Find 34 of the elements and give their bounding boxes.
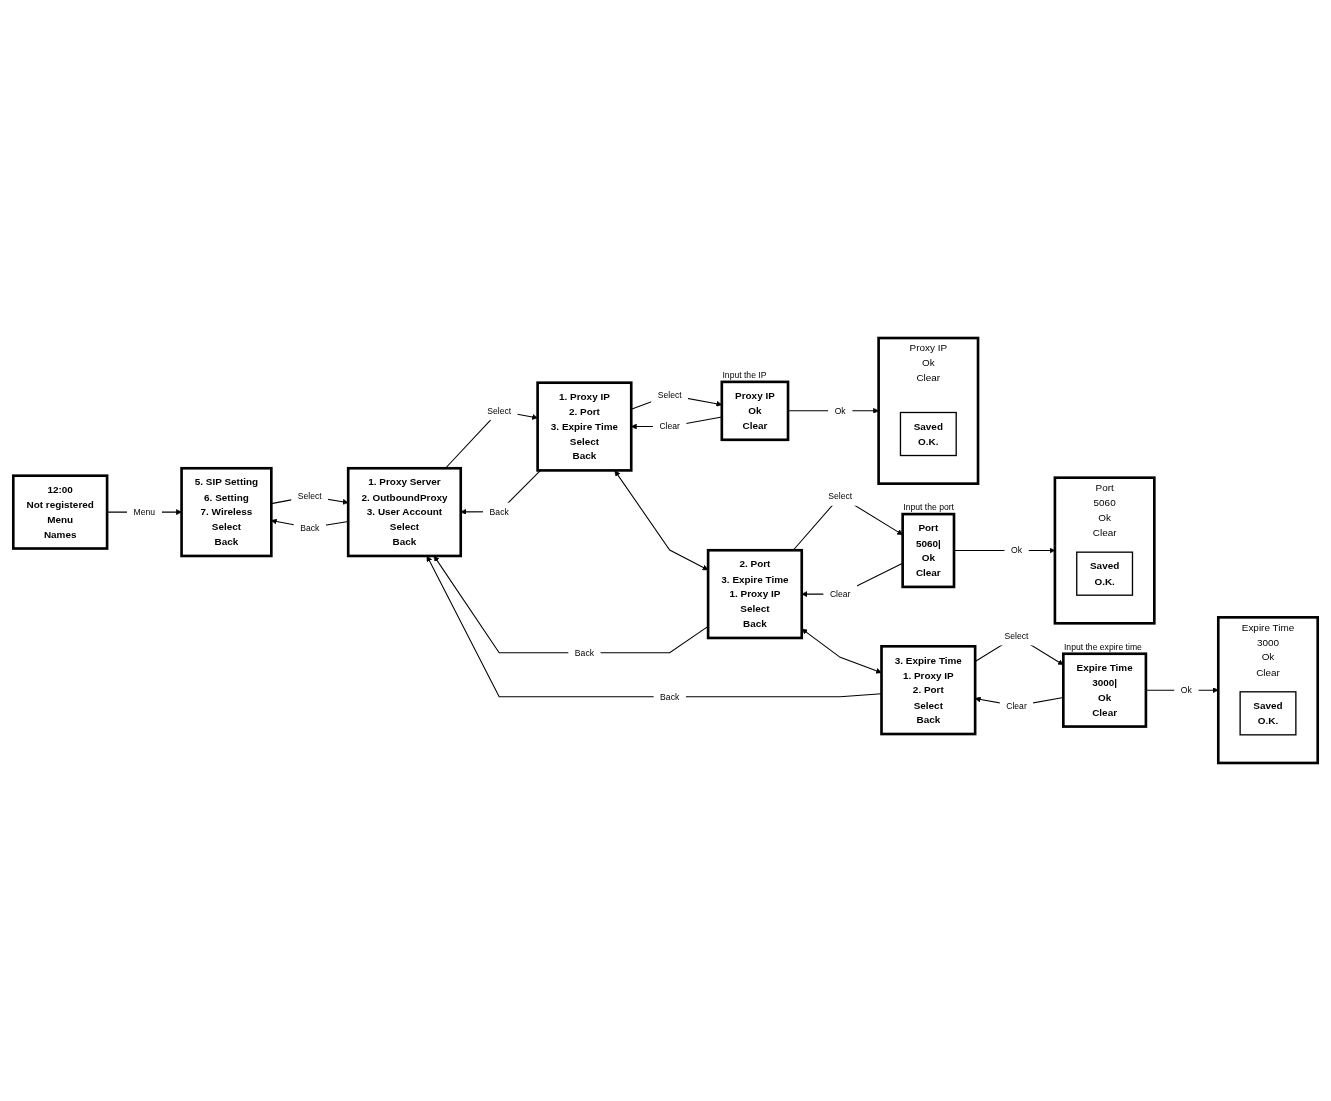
edge-label: Back: [300, 522, 320, 533]
node-box: 12:00 Not registered Menu Names: [11, 474, 109, 550]
node-box: Proxy IP Ok Clear: [720, 380, 790, 442]
node-box: Port 5060| Ok Clear: [901, 512, 956, 589]
arrow: [433, 555, 709, 654]
screen-caption: Input the expire time: [1064, 641, 1142, 652]
node-box: Saved O.K.: [1076, 551, 1134, 596]
edge-label: Back: [660, 691, 680, 702]
node-box: 1. Proxy IP 2. Port 3. Expire Time Select Back: [536, 381, 633, 472]
node-box: 1. Proxy Server 2. OutboundProxy 3. User Account Select Back: [346, 466, 463, 558]
edge-label: Select: [487, 405, 512, 416]
edge-label: Ok: [1010, 545, 1022, 556]
arrow: [801, 628, 882, 674]
node-box: Expire Time 3000| Ok Clear: [1062, 652, 1148, 728]
edge-label: Select: [657, 389, 682, 400]
node-box: 5. SIP Setting 6. Setting 7. Wireless Select Back: [180, 466, 273, 558]
screen-caption: Input the port: [903, 502, 954, 513]
edge-label: Clear: [1006, 700, 1027, 711]
node-box: 3. Expire Time 1. Proxy IP 2. Port Select Back: [880, 645, 977, 736]
edge-label: Clear: [659, 421, 680, 432]
edge-label: Select: [1004, 630, 1029, 641]
edge-label: Back: [574, 647, 594, 658]
arrow: [614, 470, 709, 571]
edge-label: Clear: [829, 588, 851, 599]
edge-label: Select: [297, 491, 322, 502]
node-box: Saved O.K.: [1239, 691, 1297, 736]
node-box: 2. Port 3. Expire Time 1. Proxy IP Select Back: [706, 548, 804, 640]
edge-label: Ok: [1180, 685, 1192, 695]
edge-label: Back: [489, 506, 509, 517]
screen-caption: Input the IP: [722, 369, 767, 380]
edge-label: Menu: [133, 506, 156, 517]
edge-label: Ok: [834, 405, 846, 416]
edge-label: Select: [828, 491, 853, 502]
node-box: Saved O.K.: [899, 411, 957, 457]
